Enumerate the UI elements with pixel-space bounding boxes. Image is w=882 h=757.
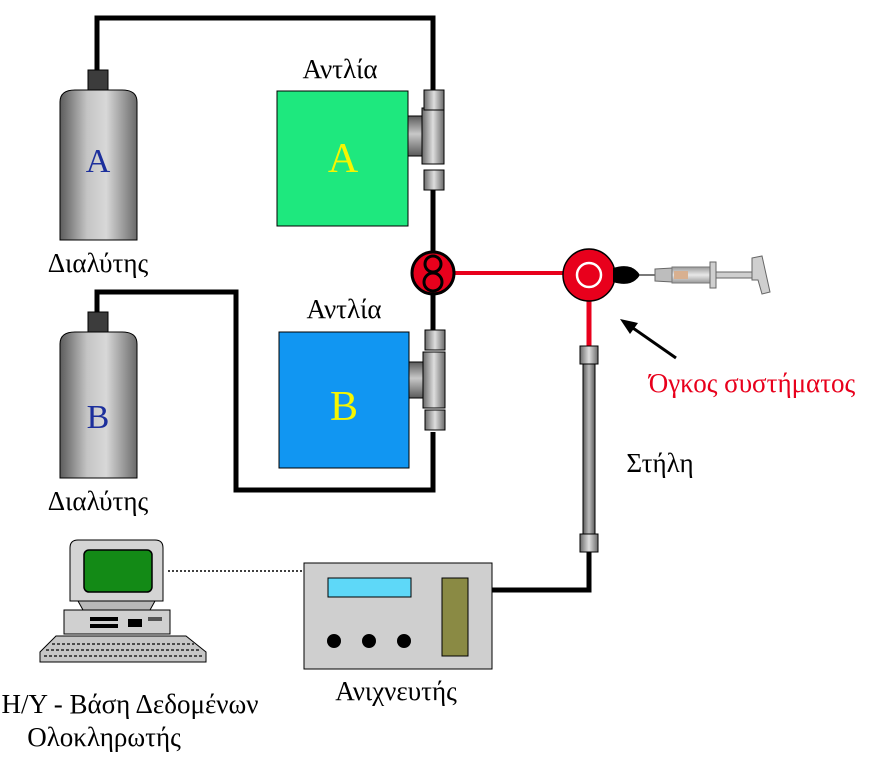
- computer-label-line1: Η/Υ - Βάση Δεδομένων: [1, 689, 258, 719]
- solvent-b-bottle: B: [59, 311, 138, 479]
- tube-solvent-b: [94, 289, 436, 493]
- pump-a: A: [276, 89, 445, 227]
- detector-knob-3[interactable]: [397, 634, 411, 648]
- pump-a-title: Αντλία: [302, 54, 377, 84]
- solvent-b-letter: B: [87, 399, 110, 436]
- syringe-icon: [640, 255, 771, 295]
- system-volume-label: Όγκος συστήματος: [648, 368, 856, 398]
- detector-knob-1[interactable]: [327, 634, 341, 648]
- detector-display: [327, 577, 412, 598]
- pump-b-outlet-fitting: [424, 329, 446, 351]
- tubing: [94, 15, 592, 593]
- detector-knob-2[interactable]: [362, 634, 376, 648]
- solvent-a-label: Διαλύτης: [48, 248, 149, 278]
- tube-solvent-a: [94, 15, 436, 90]
- injector-valve[interactable]: [562, 248, 640, 302]
- column: [579, 345, 599, 553]
- tube-column-detector: [492, 550, 592, 593]
- computer-icon: [39, 539, 207, 663]
- solvent-a-letter: A: [86, 143, 111, 180]
- solvent-b-label: Διαλύτης: [48, 486, 149, 516]
- pump-a-letter: A: [328, 136, 359, 182]
- pump-b-inlet-fitting: [424, 409, 446, 431]
- detector-panel: [441, 577, 469, 657]
- solvent-a-bottle: A: [59, 69, 138, 241]
- pump-b-title: Αντλία: [306, 294, 381, 324]
- pump-b-letter: B: [330, 384, 358, 430]
- pump-b: B: [278, 329, 446, 469]
- pump-a-outlet-fitting: [423, 169, 445, 191]
- detector-label: Ανιχνευτής: [335, 676, 457, 706]
- system-volume-arrow: [620, 319, 677, 360]
- column-label: Στήλη: [626, 448, 693, 478]
- detector: [303, 562, 493, 670]
- mixer: 8: [410, 250, 456, 296]
- pump-a-inlet-fitting: [423, 89, 445, 111]
- computer-label-line2: Ολοκληρωτής: [27, 722, 181, 752]
